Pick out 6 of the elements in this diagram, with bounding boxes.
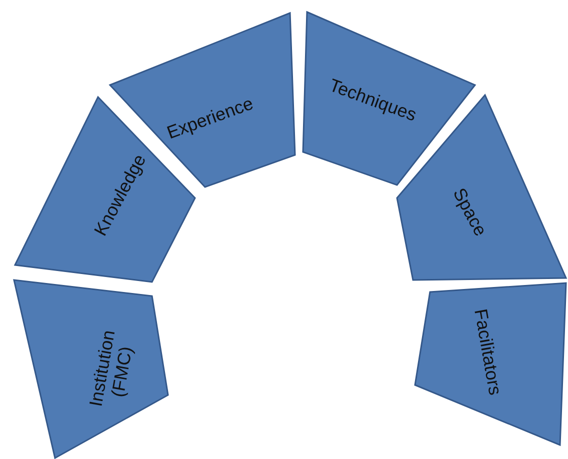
segment-label: Space	[448, 184, 492, 242]
segment-label: Facilitators	[470, 306, 506, 399]
segment-label: Institution (FMC)	[84, 328, 138, 410]
arch-segment	[303, 12, 475, 185]
arch-segment	[14, 280, 168, 458]
arch-segment	[415, 283, 566, 445]
